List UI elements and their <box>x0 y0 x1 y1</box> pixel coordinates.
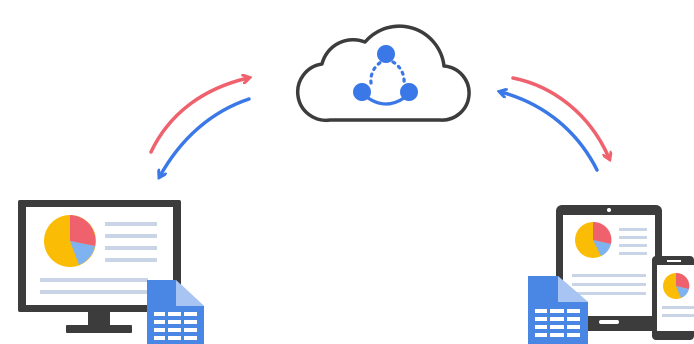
pie-chart-graphic <box>575 221 612 258</box>
share-icon <box>353 45 418 106</box>
sync-arrow-up-icon <box>149 78 248 154</box>
sync-arrow-down-icon <box>160 97 251 176</box>
pie-chart-graphic <box>44 215 96 267</box>
cloud-icon <box>296 24 471 123</box>
pie-chart-graphic <box>663 272 690 299</box>
sync-arrow-up-icon <box>501 92 599 172</box>
google-docs-file-icon <box>147 280 204 344</box>
phone-icon <box>652 256 694 340</box>
desktop-monitor-icon <box>18 200 181 333</box>
sync-arrow-down-icon <box>511 76 609 158</box>
google-docs-file-icon <box>528 276 588 344</box>
